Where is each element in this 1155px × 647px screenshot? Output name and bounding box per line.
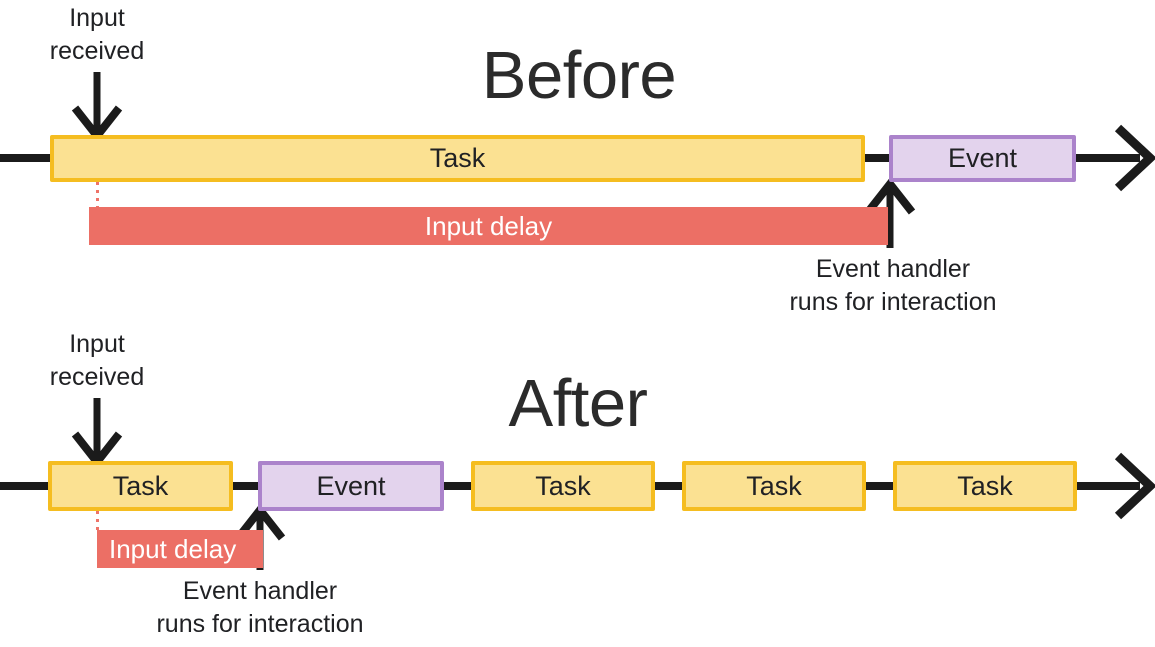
task-block-before[interactable]: Task	[50, 135, 865, 182]
event-block-before[interactable]: Event	[889, 135, 1076, 182]
task-block-before-label: Task	[429, 143, 486, 173]
timeline-arrowhead-before	[1114, 124, 1155, 192]
input-received-label-before: Input received	[49, 4, 145, 65]
task-block-after-4[interactable]: Task	[893, 461, 1077, 511]
task-block-after-3-label: Task	[746, 470, 802, 501]
event-block-after[interactable]: Event	[258, 461, 444, 511]
input-delay-label-before: Input delay	[424, 211, 553, 241]
task-block-after-1-label: Task	[112, 470, 169, 501]
task-block-after-4-label: Task	[957, 470, 1013, 501]
task-block-after-1[interactable]: Task	[48, 461, 233, 511]
input-received-arrow-after	[71, 398, 123, 469]
timeline-arrowhead-after	[1114, 452, 1155, 520]
event-block-after-label: Event	[316, 470, 386, 501]
task-block-after-2-label: Task	[535, 470, 591, 501]
section-title-after: After	[508, 366, 649, 441]
input-delay-bar-before: Input delay	[89, 207, 888, 245]
event-block-before-label: Event	[947, 143, 1018, 173]
input-delay-label-after: Input delay	[109, 534, 237, 564]
input-received-arrow-before	[71, 72, 123, 143]
task-block-after-3[interactable]: Task	[682, 461, 866, 511]
section-title-before: Before	[481, 38, 677, 113]
event-handler-label-after: Event handler runs for interaction	[156, 577, 364, 638]
input-delay-connector-after	[96, 511, 99, 531]
event-handler-label-before: Event handler runs for interaction	[789, 255, 997, 316]
task-block-after-2[interactable]: Task	[471, 461, 655, 511]
input-delay-bar-after: Input delay	[97, 530, 263, 568]
input-delay-connector-before	[96, 182, 99, 209]
input-received-label-after: Input received	[49, 330, 145, 391]
